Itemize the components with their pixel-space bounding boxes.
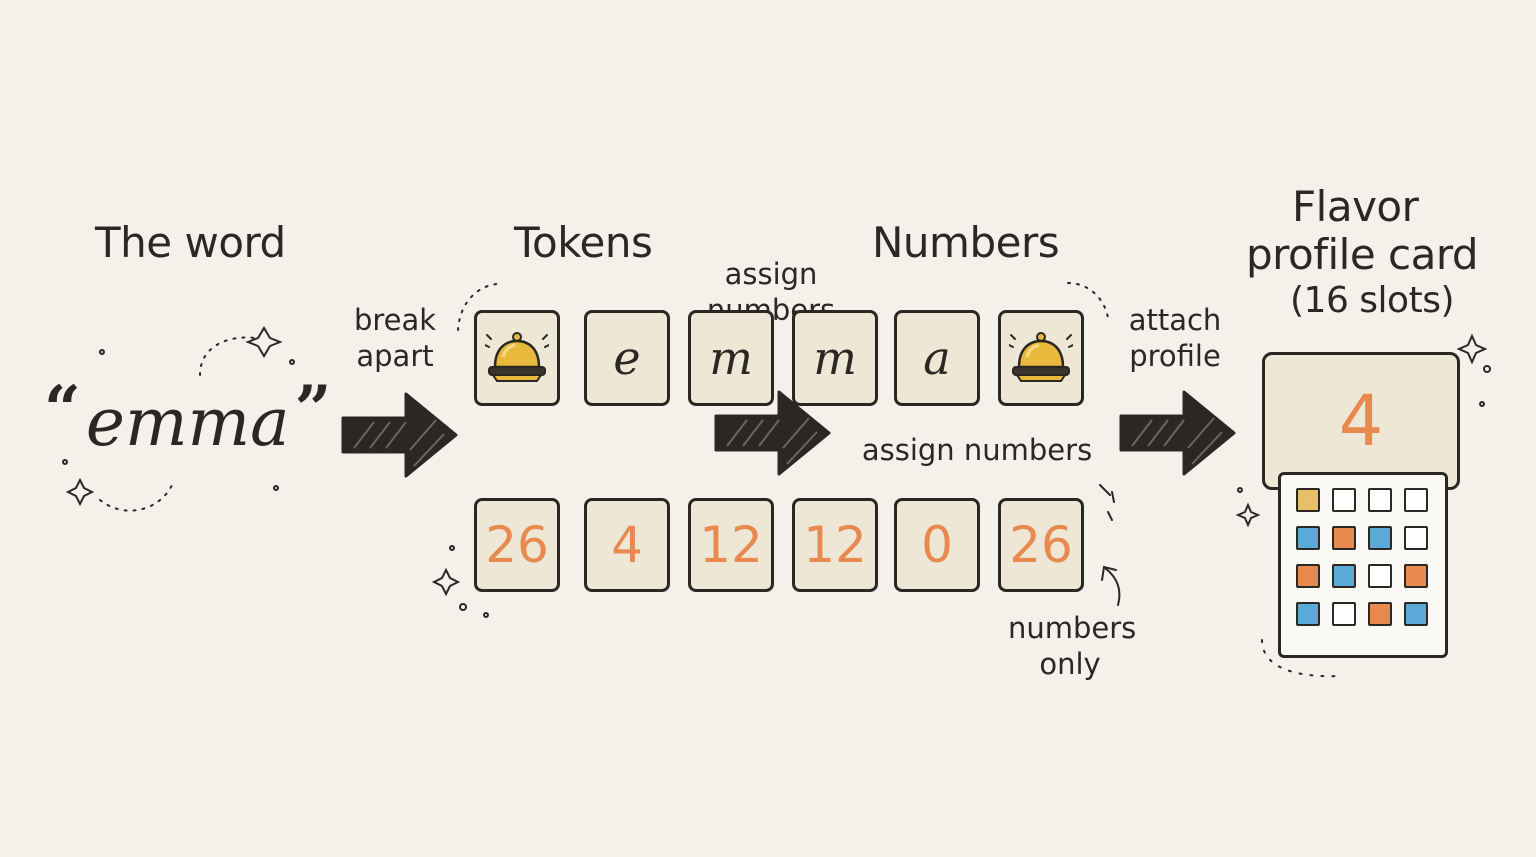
profile-slot xyxy=(1404,602,1428,626)
heading-numbers: Numbers xyxy=(872,218,1060,267)
sparkle-icon xyxy=(245,326,283,358)
profile-slot xyxy=(1404,488,1428,512)
number-tile: 12 xyxy=(792,498,878,592)
dotted-curve xyxy=(99,484,173,512)
label-numbers-only: numbers only xyxy=(1008,611,1137,681)
bell-icon xyxy=(1008,329,1074,387)
number-value: 12 xyxy=(699,516,763,574)
profile-slot xyxy=(1332,602,1356,626)
sparkle-icon xyxy=(65,477,95,507)
number-tile: 12 xyxy=(688,498,774,592)
profile-slot xyxy=(1332,564,1356,588)
token-letter: m xyxy=(709,331,753,385)
number-value: 26 xyxy=(1009,516,1073,574)
number-tile: 26 xyxy=(474,498,560,592)
number-value: 12 xyxy=(803,516,867,574)
number-tile: 4 xyxy=(584,498,670,592)
label-assign-numbers-bottom: assign numbers xyxy=(861,433,1093,467)
number-tile: 26 xyxy=(998,498,1084,592)
token-tile-bell xyxy=(998,310,1084,406)
profile-slot xyxy=(1332,526,1356,550)
arrow-right-icon xyxy=(1119,390,1236,476)
arrow-right-icon xyxy=(714,390,831,476)
profile-slot xyxy=(1404,564,1428,588)
bell-icon xyxy=(484,329,550,387)
profile-slot xyxy=(1368,602,1392,626)
card-back xyxy=(1262,352,1460,490)
heading-card-line2: profile card xyxy=(1246,230,1479,279)
number-value: 4 xyxy=(611,516,643,574)
number-value: 26 xyxy=(485,516,549,574)
profile-slot xyxy=(1368,526,1392,550)
token-letter: a xyxy=(923,331,951,385)
quoted-word: “ emma ” xyxy=(44,372,331,461)
heading-card-line1: Flavor xyxy=(1292,182,1419,231)
sparkle-icon xyxy=(1235,502,1261,528)
arrow-right-icon xyxy=(341,392,458,478)
token-letter: m xyxy=(813,331,857,385)
profile-slot xyxy=(1296,602,1320,626)
open-quote: “ xyxy=(44,372,81,447)
profile-slot xyxy=(1368,564,1392,588)
token-tile: a xyxy=(894,310,980,406)
number-tile: 0 xyxy=(894,498,980,592)
dotted-curve xyxy=(199,336,256,376)
profile-slot xyxy=(1404,526,1428,550)
profile-slot xyxy=(1296,564,1320,588)
flavor-profile-card: 4 xyxy=(1262,352,1462,662)
heading-tokens: Tokens xyxy=(514,218,653,267)
token-tile: m xyxy=(688,310,774,406)
profile-slot xyxy=(1296,488,1320,512)
profile-slot xyxy=(1332,488,1356,512)
sparkle-icon xyxy=(1456,333,1488,365)
profile-slot xyxy=(1368,488,1392,512)
card-value: 4 xyxy=(1338,380,1384,462)
heading-card-line3: (16 slots) xyxy=(1290,280,1455,321)
token-tile-bell xyxy=(474,310,560,406)
sparkle-icon xyxy=(431,567,461,597)
token-letter: e xyxy=(613,331,641,385)
label-break-apart: break apart xyxy=(353,303,437,373)
heading-the-word: The word xyxy=(95,218,286,267)
close-quote: ” xyxy=(294,372,332,447)
word-text: emma xyxy=(85,384,290,461)
number-value: 0 xyxy=(921,516,953,574)
token-tile: e xyxy=(584,310,670,406)
label-attach-profile: attach profile xyxy=(1128,303,1222,373)
token-tile: m xyxy=(792,310,878,406)
profile-slot xyxy=(1296,526,1320,550)
